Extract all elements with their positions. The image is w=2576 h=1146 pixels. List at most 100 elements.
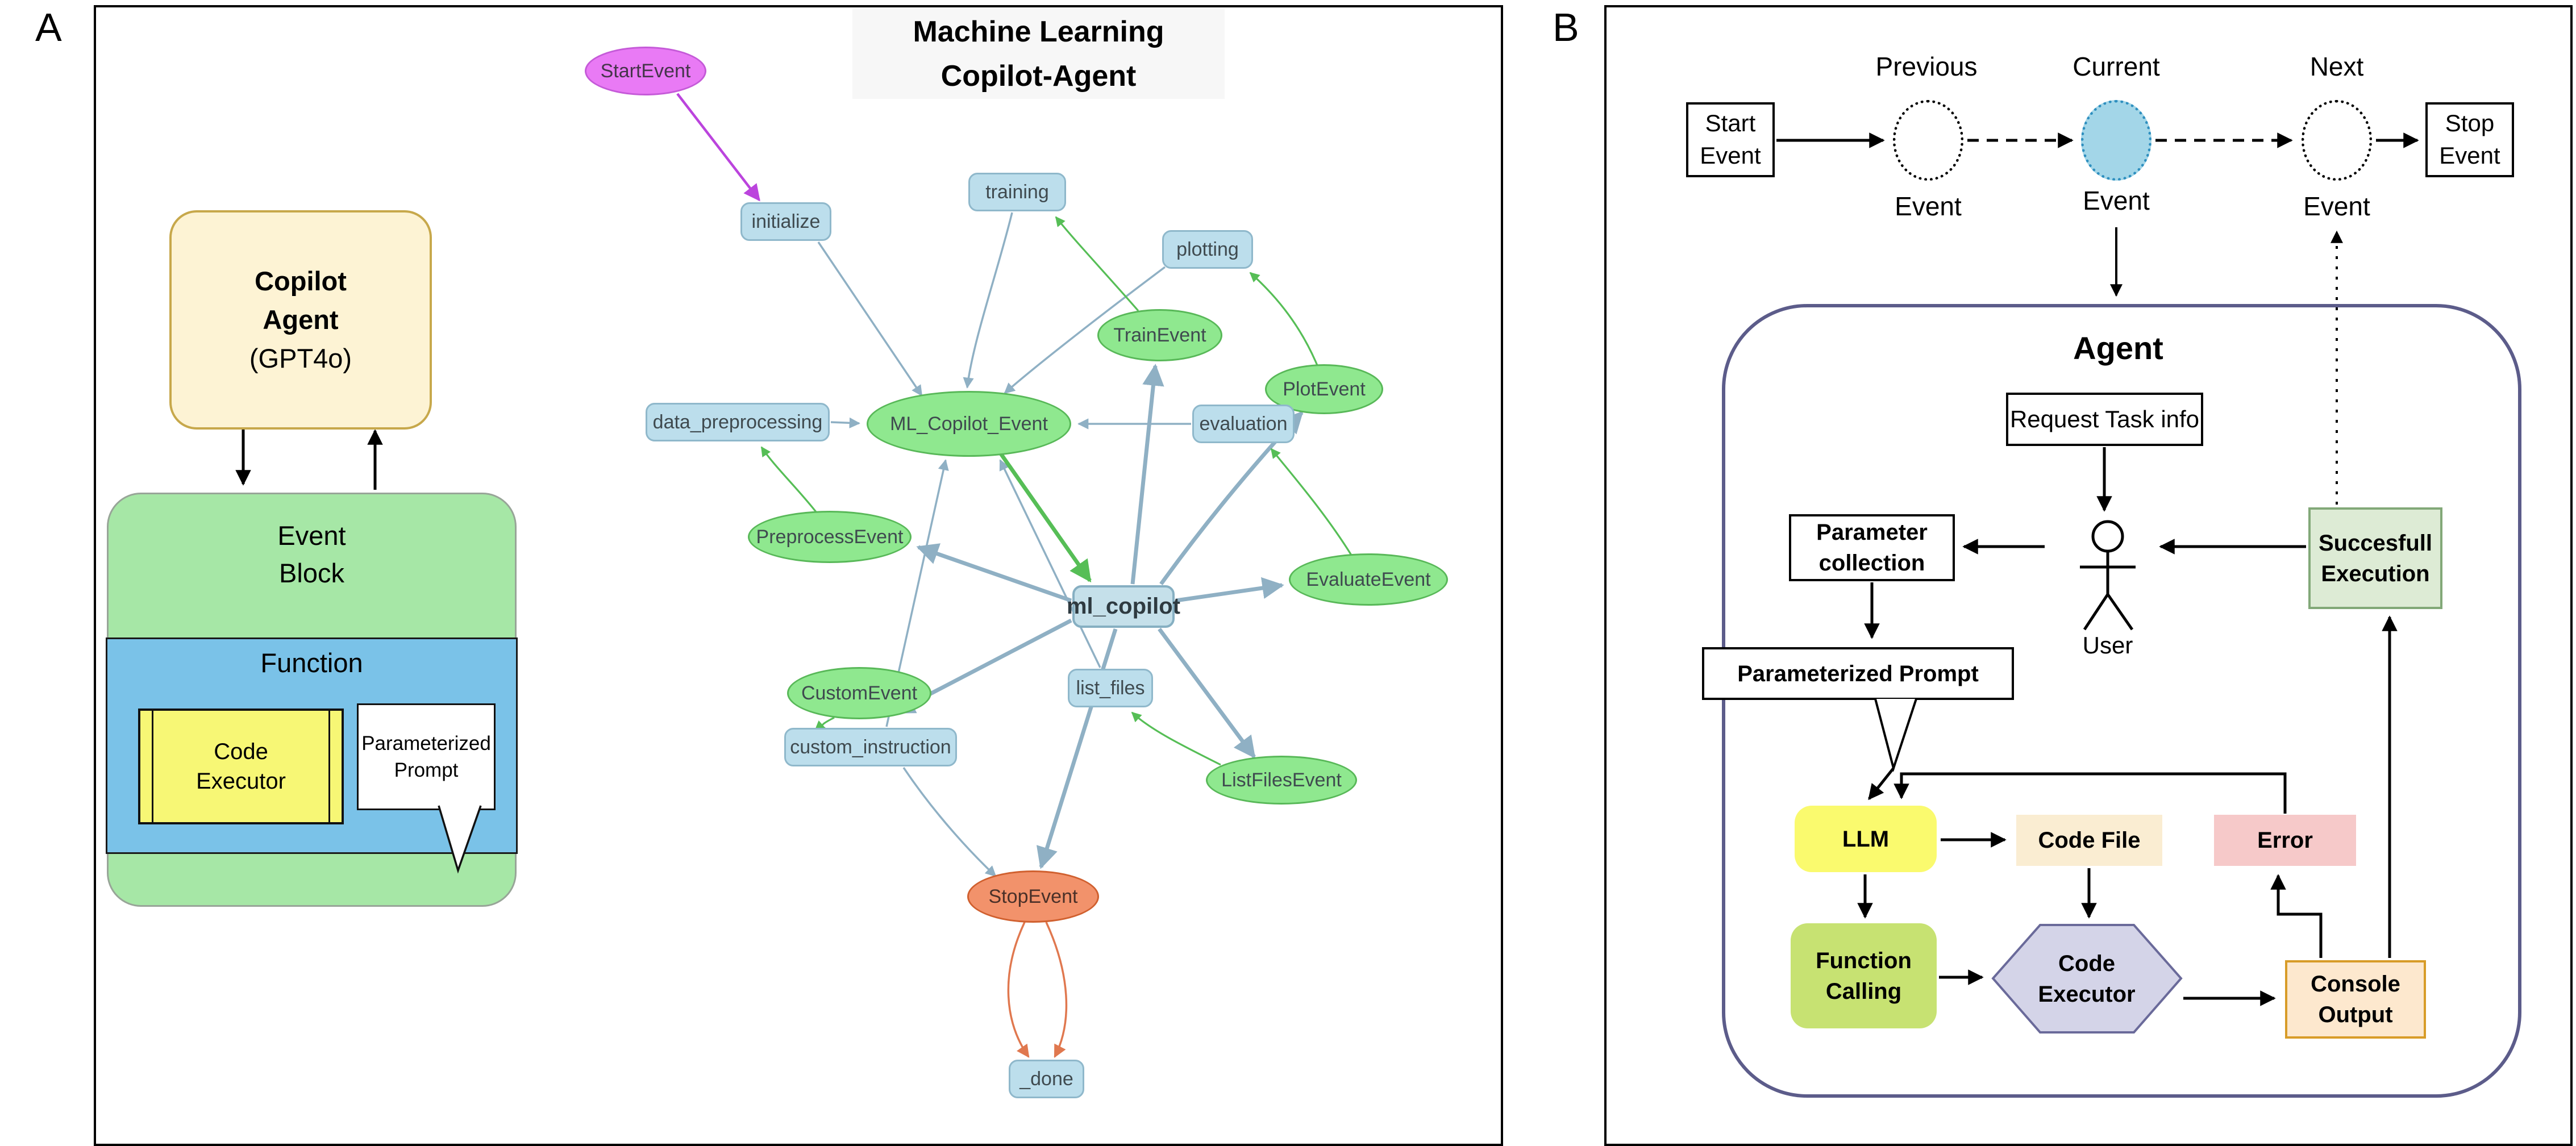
user-stick-figure-icon [2080,520,2136,631]
prompt-bubble-line1: Parameterized [361,732,491,755]
start-event-line1: Start [1705,110,1756,137]
agent-arrows [1857,447,2398,1006]
function-calling-line2: Calling [1825,978,1902,1004]
copilot-eventblock-arrows [235,426,383,490]
error-box: Error [2214,815,2356,866]
edge-listfilesevent-to-listfiles [1131,711,1221,766]
timeline-previous-event-circle [1893,100,1963,181]
edge-mlcopilotevent-to-mlcopilot [998,451,1092,583]
code-executor-line2: Executor [196,769,286,794]
start-event-line2: Event [1700,142,1761,169]
code-executor-right-bar [328,711,330,822]
code-executor-box: Code Executor [138,709,344,824]
stop-event-line2: Event [2439,142,2500,169]
edge-custominstruction-to-stopevent [902,767,997,877]
edge-mlcopilot-to-preprocessevent [916,543,1072,603]
graph-node-preprocessevent: PreprocessEvent [748,511,912,563]
edge-trainevent-to-training [1055,216,1139,312]
edge-stopevent-to-done-right [1045,922,1068,1059]
panel-b-label: B [1553,5,1579,49]
code-executor-hex-line2: Executor [2038,981,2136,1007]
successful-execution-box: Succesfull Execution [2308,507,2442,609]
timeline-previous-label: Previous [1875,52,1978,81]
timeline-next-event-circle [2302,100,2372,181]
graph-node-custominstruction: custom_instruction [784,728,957,766]
event-block-line2: Block [279,557,344,588]
panel-a-frame [94,5,1503,1146]
timeline-previous-event-label: Event [1895,191,1962,221]
graph-node-evaluation: evaluation [1192,405,1295,443]
graph-node-evaluateevent: EvaluateEvent [1289,553,1448,606]
edge-plotting-to-mlcopilotevent [1004,266,1166,394]
timeline-current-label: Current [2073,52,2160,81]
timeline-stop-event-box: Stop Event [2425,102,2514,177]
panel-a-label: A [35,5,62,49]
event-block-title: Event Block [109,517,515,592]
edge-datapreprocessing-to-mlcopilotevent [830,417,860,428]
graph-node-stopevent: StopEvent [967,870,1099,923]
graph-edges-green [760,216,1352,766]
success-line1: Succesfull [2318,530,2433,556]
graph-node-trainevent: TrainEvent [1097,309,1222,361]
timeline-next-label: Next [2309,52,2364,81]
graph-edges-orange [1007,922,1068,1059]
edge-training-to-mlcopilotevent [963,212,1013,389]
request-task-info-box: Request Task info [2006,393,2203,446]
graph-edges-steel-thin [817,212,1191,877]
edge-mlcopilot-to-trainevent [1130,364,1164,585]
code-executor-hexagon-label: Code Executor [2012,932,2162,1026]
llm-box: LLM [1795,806,1937,872]
parameter-collection-line1: Parameter [1816,520,1928,545]
edge-listfiles-to-mlcopilotevent [999,459,1101,668]
diagram-title: Machine Learning Copilot-Agent [852,9,1225,99]
graph-node-mlcopilot: ml_copilot [1067,585,1180,628]
graph-node-listfiles: list_files [1068,669,1153,707]
arrow-prompt-to-llm [1868,767,1895,801]
graph-node-mlcopilotevent: ML_Copilot_Event [867,391,1071,457]
graph-node-plotevent: PlotEvent [1265,364,1383,414]
graph-node-startevent: StartEvent [585,47,706,95]
timeline-start-event-box: Start Event [1686,102,1775,177]
edge-stopevent-to-done-left [1007,922,1030,1058]
prompt-bubble-line2: Prompt [394,759,459,781]
edge-mlcopilot-to-listfilesevent [1158,627,1256,759]
edge-startevent-to-initialize [676,93,760,202]
edge-plotevent-to-plotting [1249,272,1318,366]
code-executor-hexagon [1991,924,2183,1034]
edge-customevent-to-custominstruction [815,716,835,730]
copilot-box-line1: Copilot [255,265,347,296]
console-output-box: Console Output [2285,960,2426,1039]
parameter-collection-line2: collection [1818,551,1925,576]
graph-node-done: _done [1009,1060,1084,1098]
edge-mlcopilot-to-evaluateevent [1175,577,1284,603]
diagram-title-line2: Copilot-Agent [940,60,1137,93]
user-label: User [2082,632,2133,659]
graph-node-initialize: initialize [740,202,831,241]
graph-node-listfilesevent: ListFilesEvent [1206,756,1357,805]
diagram-title-line1: Machine Learning [913,15,1164,48]
event-block-line1: Event [277,520,346,551]
timeline-current-event-label: Event [2083,186,2150,215]
stop-event-line1: Stop [2445,110,2495,137]
parameter-collection-box: Parameter collection [1789,514,1955,581]
code-file-box: Code File [2016,815,2162,866]
panel-b-frame [1604,5,2573,1146]
function-calling-line1: Function [1816,948,1912,973]
function-calling-box: Function Calling [1791,923,1937,1028]
graph-edges-steel-thick [892,364,1304,869]
function-label: Function [260,648,363,678]
timeline-next-event-label: Event [2303,191,2370,221]
agent-container [1722,304,2521,1098]
edge-mlcopilot-to-stopevent [1036,628,1118,869]
parameterized-prompt-bubble: Parameterized Prompt [357,703,496,810]
console-line1: Console [2311,972,2400,997]
code-executor-line1: Code [214,739,268,764]
console-line2: Output [2318,1002,2393,1027]
arrow-console-to-error [2270,874,2323,958]
edge-preprocessevent-to-datapreprocessing [760,446,817,512]
copilot-box-line2: Agent [263,304,339,335]
graph-node-plotting: plotting [1162,230,1253,269]
code-executor-left-bar [152,711,153,822]
success-line2: Execution [2321,561,2430,586]
